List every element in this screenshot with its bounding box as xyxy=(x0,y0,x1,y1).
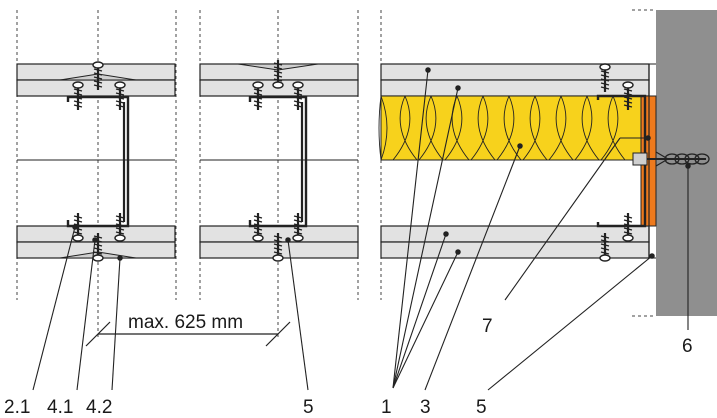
callout-1: 1 xyxy=(381,397,392,418)
callout-5-right: 5 xyxy=(476,397,487,418)
callout-4-2: 4.2 xyxy=(86,397,112,418)
wall-anchor xyxy=(632,151,710,167)
callout-2-1: 2.1 xyxy=(4,397,30,418)
dimension-label: max. 625 mm xyxy=(128,312,243,333)
right-panel xyxy=(378,9,717,317)
insulation xyxy=(380,95,642,161)
leader-lines xyxy=(32,67,691,391)
callout-4-1: 4.1 xyxy=(47,397,73,418)
callout-6: 6 xyxy=(682,336,693,357)
callout-3: 3 xyxy=(420,397,431,418)
dimension-line xyxy=(85,321,291,347)
callout-7: 7 xyxy=(482,316,493,337)
callout-5-middle: 5 xyxy=(303,397,314,418)
left-panel xyxy=(16,10,177,340)
middle-panel xyxy=(199,10,359,340)
